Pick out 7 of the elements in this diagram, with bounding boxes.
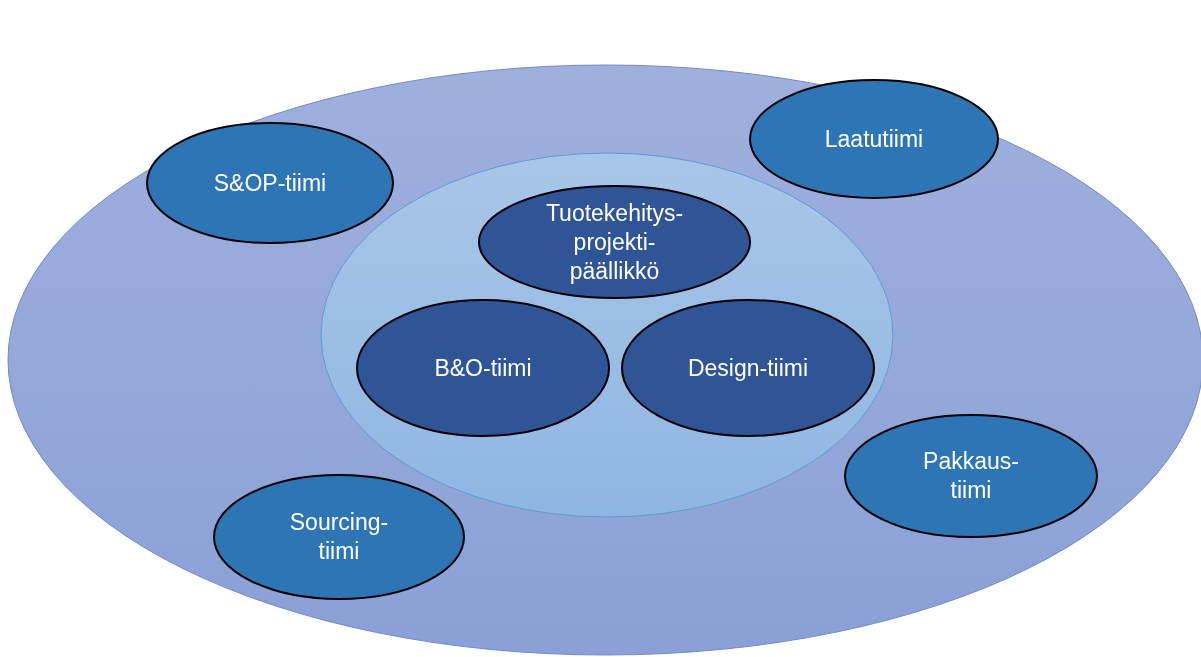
team-label: Laatutiimi <box>823 124 925 154</box>
team-label: Design-tiimi <box>686 353 810 383</box>
team-label: Sourcing- tiimi <box>288 508 390 566</box>
team-label: Pakkaus- tiimi <box>922 447 1020 505</box>
team-label: S&OP-tiimi <box>212 168 328 198</box>
team-label: B&O-tiimi <box>433 353 533 383</box>
team-label: Tuotekehitys- projekti- päällikkö <box>544 198 685 286</box>
